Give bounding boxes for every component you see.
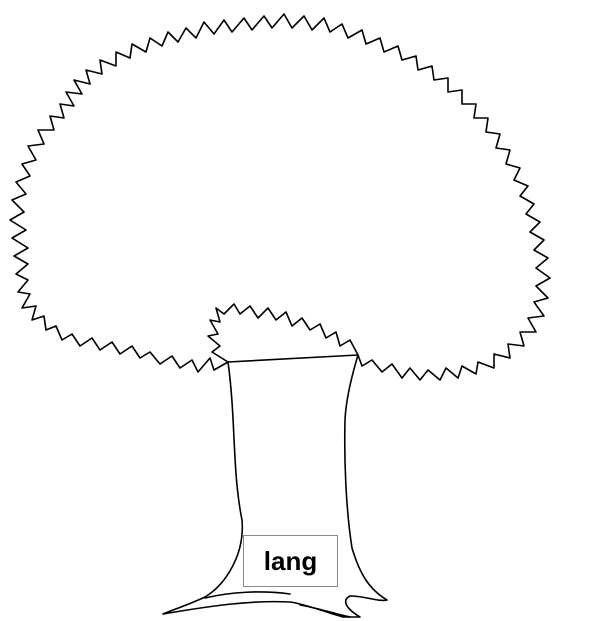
tree-label-box: lang — [243, 535, 338, 587]
tree-root-line — [204, 591, 291, 599]
tree-canopy — [9, 13, 551, 381]
tree-label: lang — [263, 546, 318, 576]
tree-root-line — [299, 604, 351, 618]
